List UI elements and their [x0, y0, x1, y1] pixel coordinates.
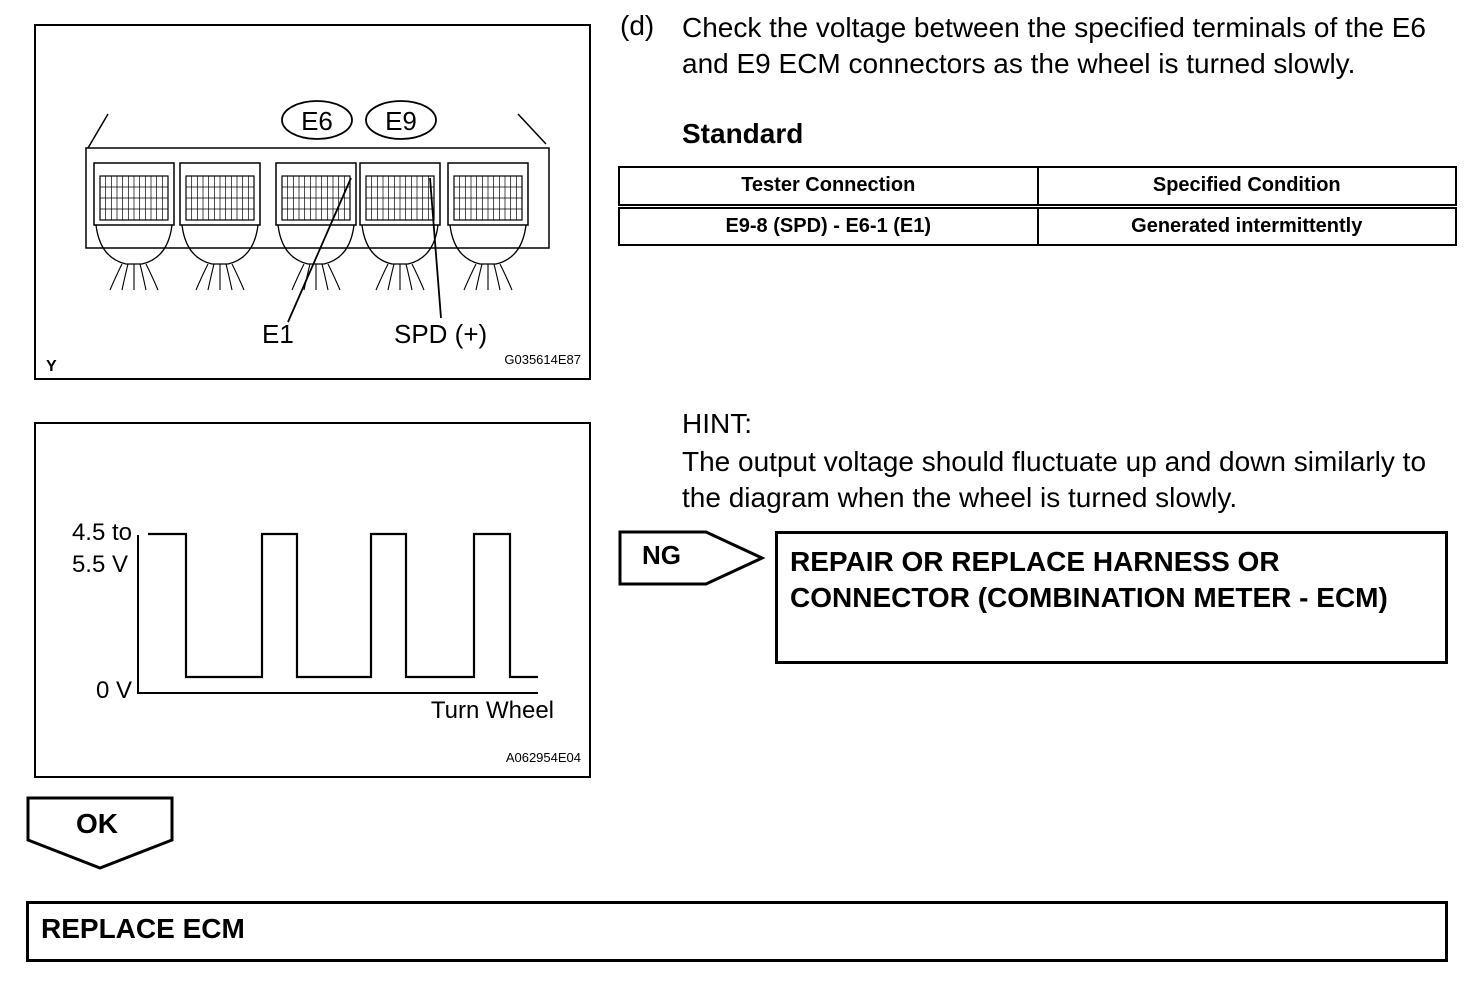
- figure-code: G035614E87: [504, 352, 581, 367]
- waveform-figure: 4.5 to 5.5 V 0 V Turn Wheel A062954E04: [34, 422, 591, 778]
- wire: [139, 263, 147, 291]
- wire: [231, 263, 245, 291]
- ecm-connector-figure: E6 E9 E1 SPD (+) Y G035614E87: [34, 24, 591, 380]
- waveform-drawing: 4.5 to 5.5 V 0 V Turn Wheel A062954E04: [72, 519, 581, 765]
- spec-table-header-row: Tester Connection Specified Condition: [618, 166, 1457, 209]
- low-level-label: 0 V: [96, 677, 132, 704]
- cell-specified-condition: Generated intermittently: [1036, 205, 1457, 246]
- wire: [327, 263, 341, 291]
- connector-housing: [93, 162, 175, 226]
- header-tester-connection: Tester Connection: [618, 166, 1039, 209]
- wire: [121, 263, 129, 291]
- e6-label: E6: [301, 106, 333, 136]
- ng-arrow-icon: [618, 530, 766, 586]
- spec-table: Tester Connection Specified Condition E9…: [618, 166, 1457, 246]
- connector-housing: [179, 162, 261, 226]
- figure-corner-letter: Y: [46, 358, 57, 375]
- wire-boot: [95, 224, 173, 265]
- step-marker: (d): [620, 10, 655, 41]
- figure-code: A062954E04: [506, 750, 581, 765]
- standard-heading: Standard: [682, 118, 804, 149]
- connector-housing: [275, 162, 357, 226]
- replace-ecm-box: REPLACE ECM: [26, 901, 1448, 962]
- hint-text: The output voltage should fluctuate up a…: [682, 446, 1427, 513]
- e1-terminal-label: E1: [262, 319, 294, 349]
- wire: [291, 263, 305, 291]
- spd-leader-line: [429, 177, 442, 319]
- header-specified-condition: Specified Condition: [1036, 166, 1457, 209]
- pulse-waveform: [148, 532, 538, 679]
- wire: [375, 263, 389, 291]
- ok-arrow-icon: [26, 796, 174, 870]
- e9-label-oval: [365, 100, 437, 140]
- wire: [109, 263, 123, 291]
- wire: [499, 263, 513, 291]
- high-level-label-line1: 4.5 to: [72, 519, 132, 546]
- e6-label-oval: [281, 100, 353, 140]
- turn-wheel-axis-label: Turn Wheel: [431, 697, 554, 724]
- wire: [405, 263, 413, 291]
- connector-row: [93, 162, 529, 291]
- wire: [225, 263, 233, 291]
- wire-boot: [181, 224, 259, 265]
- wire-boot: [449, 224, 527, 265]
- wire: [411, 263, 425, 291]
- wire: [463, 263, 477, 291]
- ok-label: OK: [76, 808, 118, 839]
- high-level-label-line2: 5.5 V: [72, 551, 128, 578]
- ng-label: NG: [642, 540, 681, 570]
- connector-housing: [447, 162, 529, 226]
- wire-boot: [361, 224, 439, 265]
- table-row: E9-8 (SPD) - E6-1 (E1) Generated intermi…: [618, 205, 1457, 246]
- ng-action-box: REPAIR OR REPLACE HARNESS OR CONNECTOR (…: [775, 531, 1448, 664]
- e9-label: E9: [385, 106, 417, 136]
- wire: [195, 263, 209, 291]
- wire: [475, 263, 483, 291]
- spd-terminal-label: SPD (+): [394, 319, 487, 349]
- wire: [207, 263, 215, 291]
- wire: [387, 263, 395, 291]
- wire: [145, 263, 159, 291]
- wire: [493, 263, 501, 291]
- wire: [321, 263, 329, 291]
- step-instruction: Check the voltage between the specified …: [682, 12, 1426, 79]
- cell-tester-connection: E9-8 (SPD) - E6-1 (E1): [618, 205, 1039, 246]
- ecm-connector-drawing: E6 E9 E1 SPD (+) Y G035614E87: [46, 100, 581, 375]
- hint-label: HINT:: [682, 408, 752, 439]
- e1-leader-line: [287, 177, 352, 323]
- connector-housing: [359, 162, 441, 226]
